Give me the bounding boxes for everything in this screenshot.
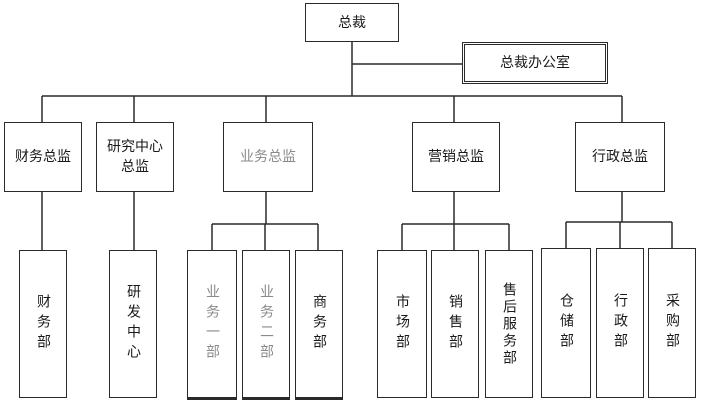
dept-label: 商务部 xyxy=(311,294,327,354)
dept-label: 研发中心 xyxy=(125,284,141,364)
dept-label: 业务二部 xyxy=(258,284,274,364)
dept-box-procurement: 采购部 xyxy=(648,248,696,398)
dept-label: 行政部 xyxy=(612,293,628,353)
dept-box-business-1: 业务一部 xyxy=(187,250,237,400)
director-label: 研究中心总监 xyxy=(107,139,163,175)
dept-label: 采购部 xyxy=(664,293,680,353)
director-label: 业务总监 xyxy=(240,149,296,165)
director-label: 营销总监 xyxy=(428,149,484,165)
dept-box-aftersales: 售后服务部 xyxy=(485,250,533,398)
dept-box-admin: 行政部 xyxy=(596,248,644,398)
ceo-office-label: 总裁办公室 xyxy=(500,55,570,71)
dept-label: 市场部 xyxy=(394,294,410,354)
director-box-admin: 行政总监 xyxy=(575,122,665,192)
ceo-label: 总裁 xyxy=(338,14,366,31)
dept-box-finance: 财务部 xyxy=(19,250,67,398)
dept-label: 财务部 xyxy=(35,294,51,354)
dept-box-warehouse: 仓储部 xyxy=(541,248,591,398)
dept-label: 售后服务部 xyxy=(501,281,517,367)
dept-box-market: 市场部 xyxy=(377,250,427,398)
dept-label: 业务一部 xyxy=(204,284,220,364)
director-box-marketing: 营销总监 xyxy=(412,122,500,192)
dept-label: 仓储部 xyxy=(558,293,574,353)
ceo-box: 总裁 xyxy=(305,3,399,42)
director-label: 财务总监 xyxy=(15,149,71,165)
ceo-office-box: 总裁办公室 xyxy=(462,42,608,84)
director-box-business: 业务总监 xyxy=(223,122,313,192)
dept-box-business-2: 业务二部 xyxy=(242,250,290,400)
dept-label: 销售部 xyxy=(447,294,463,354)
director-label: 行政总监 xyxy=(592,149,648,165)
director-box-finance: 财务总监 xyxy=(4,122,82,192)
dept-box-sales: 销售部 xyxy=(431,250,479,398)
dept-box-rd: 研发中心 xyxy=(109,250,157,398)
dept-box-commerce: 商务部 xyxy=(295,250,343,400)
director-box-research: 研究中心总监 xyxy=(96,122,174,192)
